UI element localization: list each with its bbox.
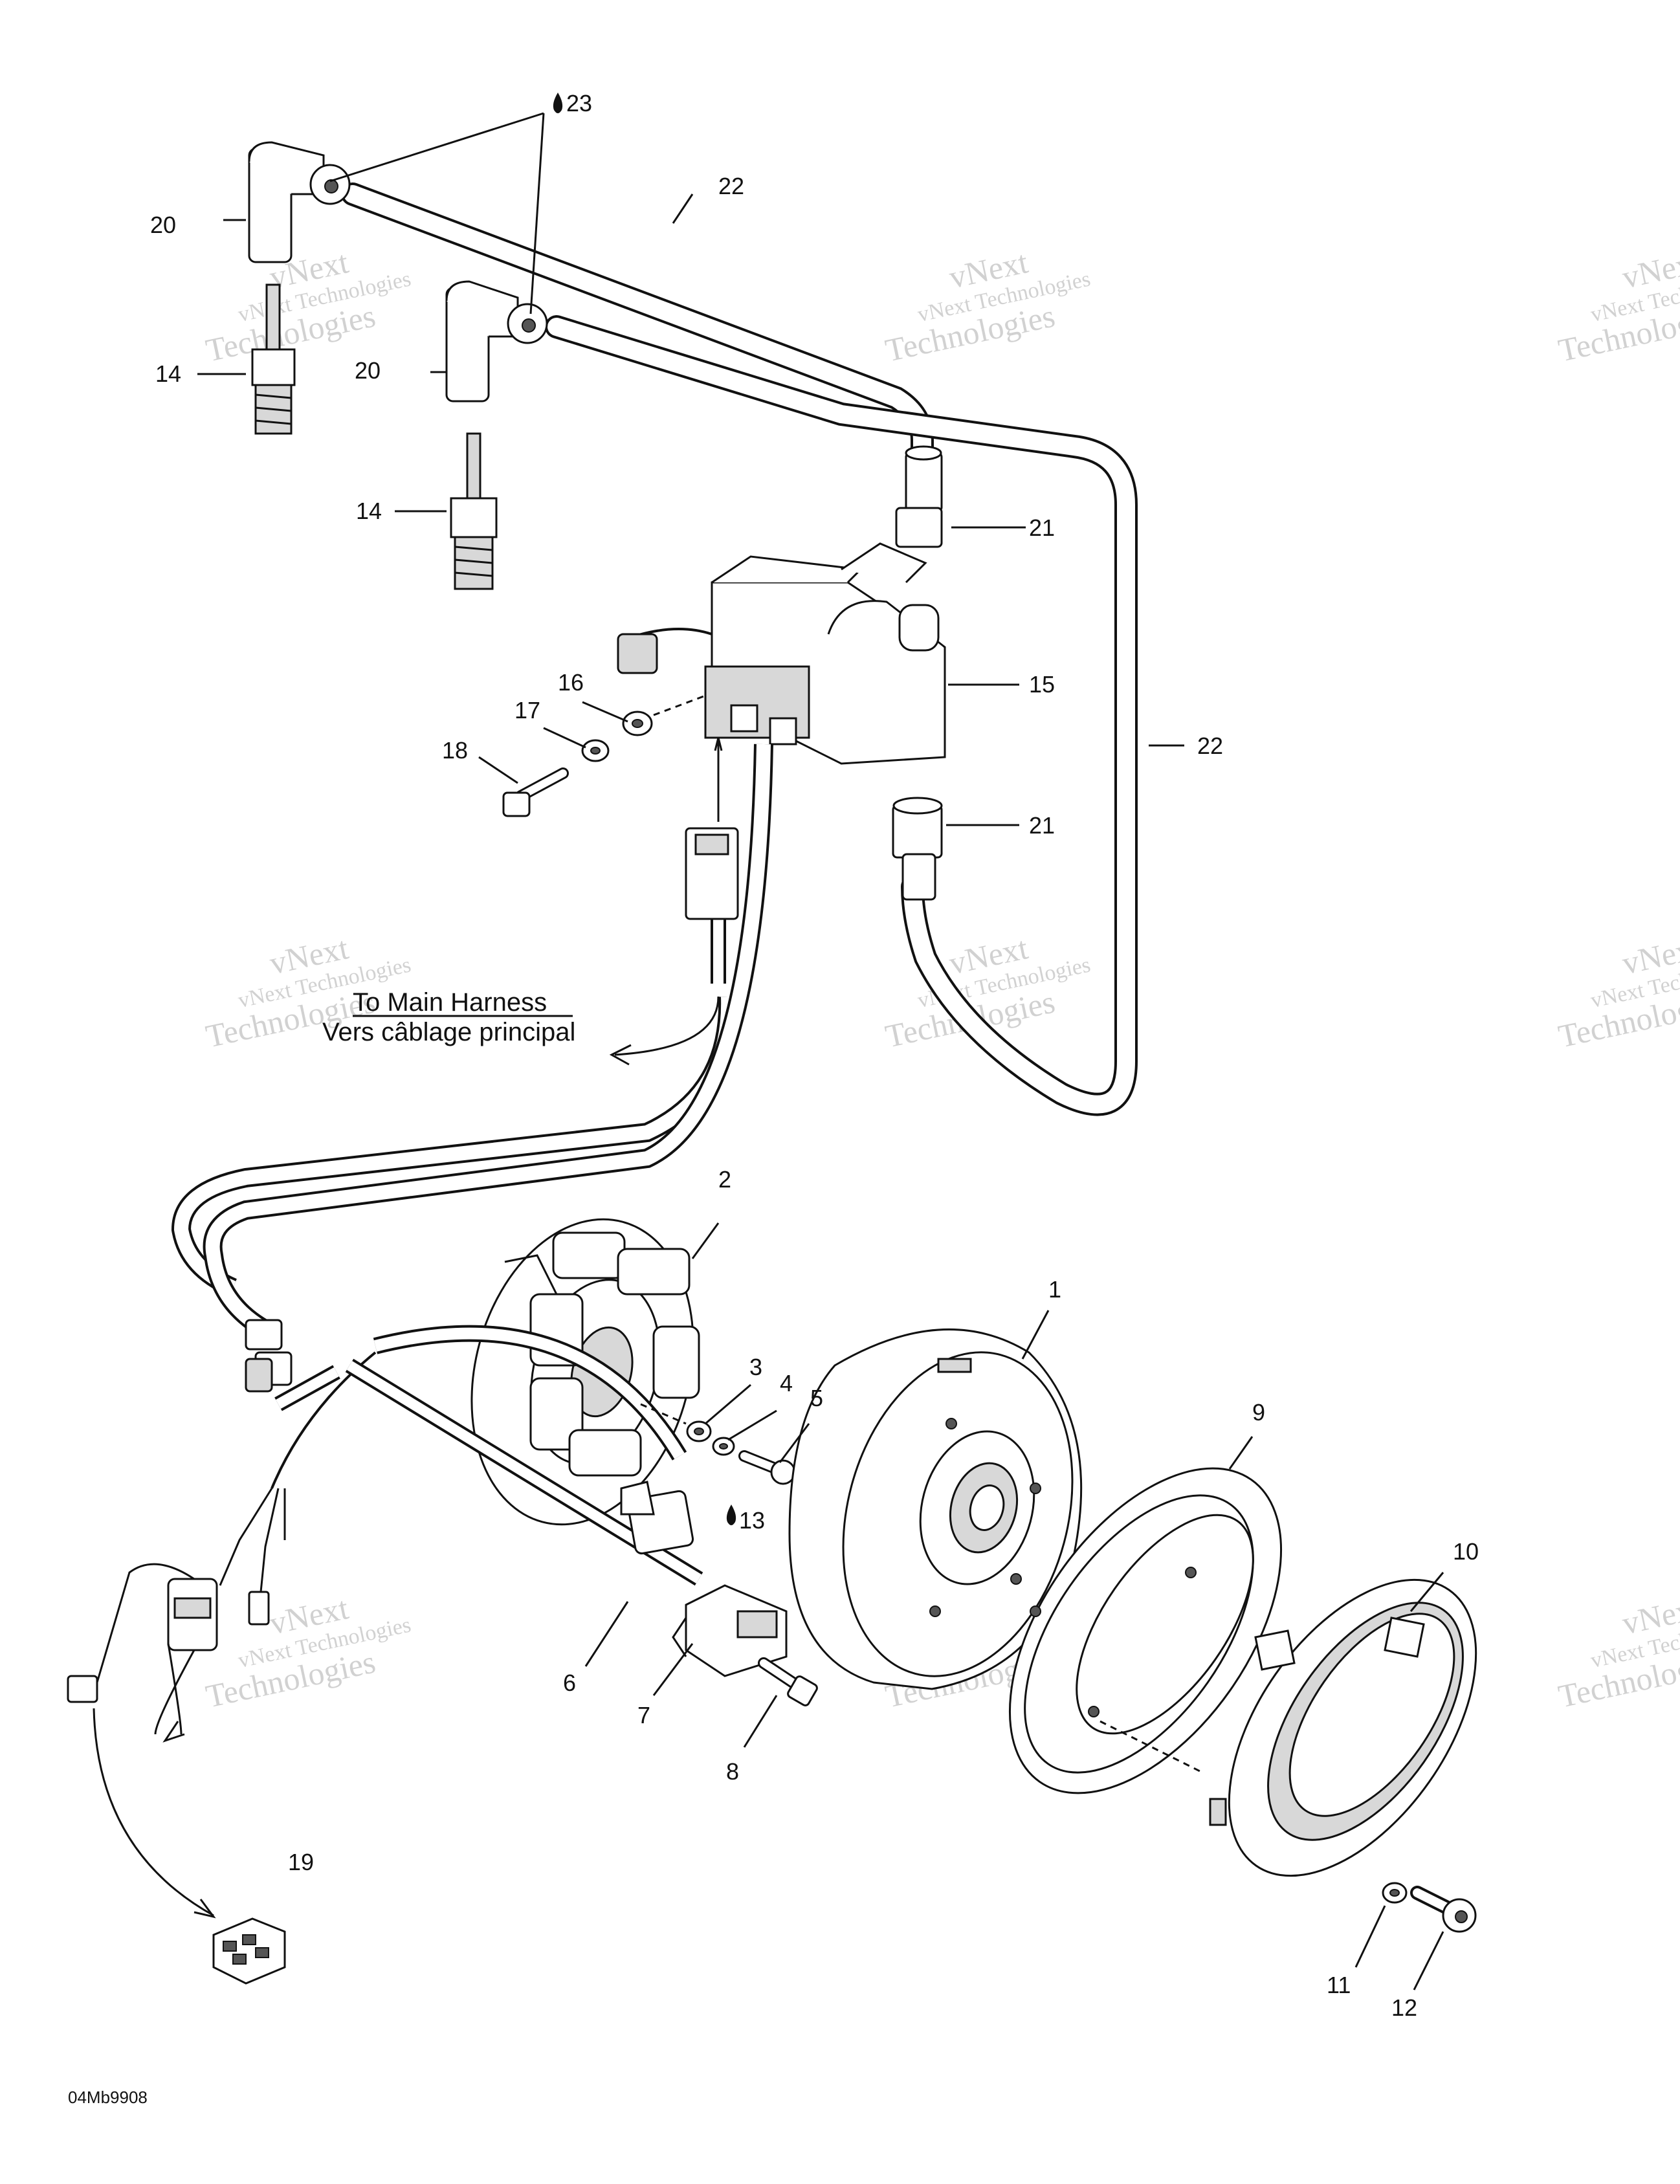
leader-lines xyxy=(197,112,1444,1991)
stator-screw xyxy=(738,1450,796,1485)
callout-6: 6 xyxy=(563,1670,576,1696)
spark-plug-upper xyxy=(251,283,296,435)
callouts: 1 2 3 4 5 6 7 8 9 10 11 12 13 14 14 15 1… xyxy=(150,90,1479,2021)
watermark: vNext vNext Technologies Technologies xyxy=(203,1589,413,1714)
spark-plug-cap-upper xyxy=(248,141,351,263)
watermark: vNext vNext Technologies Technologies xyxy=(1555,1589,1680,1714)
callout-21-upper: 21 xyxy=(1029,514,1055,541)
callout-11: 11 xyxy=(1327,1972,1351,1998)
starting-cup xyxy=(1008,1467,1283,1794)
trigger-coil-bracket xyxy=(620,1481,694,1555)
coil-screw xyxy=(502,767,569,817)
callout-20-lower: 20 xyxy=(355,357,381,384)
callout-12: 12 xyxy=(1391,1994,1417,2021)
cover-screw xyxy=(1410,1886,1477,1933)
callout-22-upper: 22 xyxy=(718,173,744,199)
stator-wiring xyxy=(67,1319,703,1743)
callout-15: 15 xyxy=(1029,671,1055,698)
watermark: vNext vNext Technologies Technologies xyxy=(882,243,1092,368)
adhesive-drop-icon xyxy=(726,1505,736,1525)
flywheel xyxy=(788,1329,1083,1690)
harness-label-en: To Main Harness xyxy=(353,988,547,1017)
watermark: vNext vNext Technologies Technologies xyxy=(1555,929,1680,1054)
callout-2: 2 xyxy=(718,1166,731,1193)
callout-10: 10 xyxy=(1453,1538,1479,1565)
callout-3: 3 xyxy=(749,1354,762,1380)
callout-7: 7 xyxy=(637,1702,650,1728)
lock-washer xyxy=(581,739,610,762)
watermark: vNext vNext Technologies Technologies xyxy=(203,243,413,368)
drawing-code: 04Mb9908 xyxy=(68,2088,148,2107)
cover-washer xyxy=(1382,1882,1408,1904)
harness-connector xyxy=(685,827,739,984)
cable-connector-lower xyxy=(892,797,943,901)
ignition-coil xyxy=(617,542,946,765)
high-tension-cable-lower xyxy=(545,315,1138,1116)
callout-17: 17 xyxy=(514,697,540,723)
callout-1: 1 xyxy=(1048,1276,1061,1303)
watermark: vNext vNext Technologies Technologies xyxy=(1555,243,1680,368)
harness-label-fr: Vers câblage principal xyxy=(322,1018,575,1046)
adhesive-drop-icon xyxy=(553,93,563,113)
callout-18: 18 xyxy=(442,737,468,764)
spark-plug-lower xyxy=(450,432,498,590)
trigger-coil xyxy=(672,1584,788,1677)
callout-14-upper: 14 xyxy=(155,360,181,387)
callout-5: 5 xyxy=(810,1385,823,1411)
stator-washer xyxy=(686,1420,712,1442)
callout-22-right: 22 xyxy=(1197,733,1223,759)
callout-23: 23 xyxy=(566,90,592,116)
callout-14-lower: 14 xyxy=(356,498,382,524)
flat-washer xyxy=(622,711,653,736)
trigger-coil-screw xyxy=(758,1657,818,1706)
callout-16: 16 xyxy=(558,669,584,696)
stator-lock-washer xyxy=(712,1437,735,1456)
callout-13: 13 xyxy=(739,1507,765,1534)
callout-8: 8 xyxy=(726,1758,739,1785)
cable-connector-upper xyxy=(895,445,943,548)
connector-housing xyxy=(212,1917,286,1985)
callout-21-lower: 21 xyxy=(1029,812,1055,839)
spark-plug-cap-lower xyxy=(445,280,548,403)
callout-20-upper: 20 xyxy=(150,212,176,238)
recoil-cover xyxy=(1209,1578,1477,1877)
callout-19: 19 xyxy=(288,1849,314,1875)
callout-9: 9 xyxy=(1252,1399,1265,1426)
callout-4: 4 xyxy=(780,1370,793,1396)
